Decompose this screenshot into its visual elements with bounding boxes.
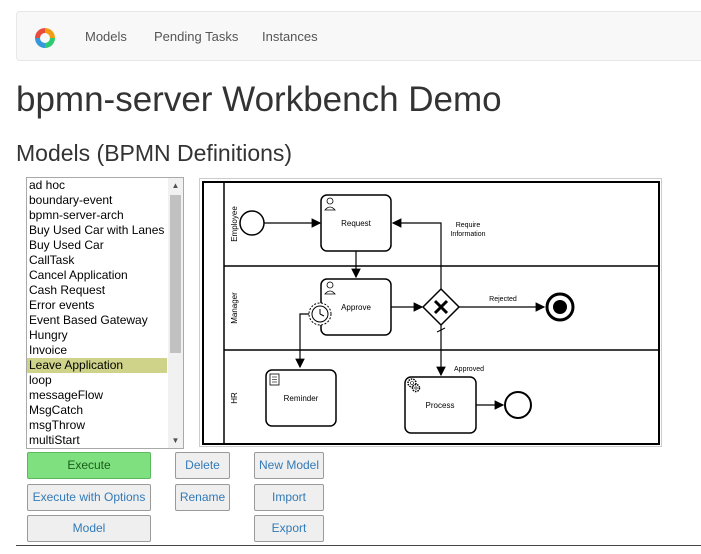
task-reminder[interactable] bbox=[265, 369, 337, 427]
timer-boundary-icon[interactable] bbox=[308, 302, 332, 326]
nav-instances[interactable]: Instances bbox=[262, 29, 318, 44]
end-event-hr[interactable] bbox=[504, 391, 532, 419]
list-item[interactable]: Event Based Gateway bbox=[29, 313, 148, 327]
flow-label-require: Require bbox=[456, 222, 481, 229]
execute-with-options-button[interactable]: Execute with Options bbox=[27, 484, 151, 511]
execute-button[interactable]: Execute bbox=[27, 452, 151, 479]
start-event[interactable] bbox=[239, 210, 265, 236]
section-title: Models (BPMN Definitions) bbox=[16, 140, 293, 166]
import-button[interactable]: Import bbox=[254, 484, 324, 511]
exclusive-gateway[interactable] bbox=[421, 287, 461, 327]
scroll-up-icon[interactable]: ▲ bbox=[171, 181, 180, 190]
list-item[interactable]: Cash Request bbox=[29, 283, 106, 297]
lane-label-manager: Manager bbox=[230, 292, 239, 324]
list-item[interactable]: Hungry bbox=[29, 328, 68, 342]
list-item-selected[interactable]: Leave Application bbox=[27, 358, 167, 373]
list-item[interactable]: loop bbox=[29, 373, 52, 387]
lane-label-employee: Employee bbox=[230, 206, 239, 242]
lane-label-hr: HR bbox=[230, 392, 239, 404]
list-item[interactable]: Invoice bbox=[29, 343, 68, 357]
flow-label-approved: Approved bbox=[454, 366, 484, 373]
end-event[interactable] bbox=[545, 292, 575, 322]
nav-models[interactable]: Models bbox=[85, 29, 127, 44]
flow-label-rejected: Rejected bbox=[489, 296, 517, 303]
list-item[interactable]: CallTask bbox=[29, 253, 75, 267]
list-item[interactable]: ad hoc bbox=[29, 178, 66, 192]
list-item[interactable]: MsgCatch bbox=[29, 403, 84, 417]
list-item[interactable]: multiStart bbox=[29, 433, 80, 447]
export-button[interactable]: Export bbox=[254, 515, 324, 542]
list-item[interactable]: bpmn-server-arch bbox=[29, 208, 124, 222]
task-process-label: Process bbox=[426, 401, 455, 410]
list-item[interactable]: Buy Used Car with Lanes bbox=[29, 223, 165, 237]
scroll-thumb[interactable] bbox=[170, 195, 181, 353]
model-button[interactable]: Model bbox=[27, 515, 151, 542]
nav-pending-tasks[interactable]: Pending Tasks bbox=[154, 29, 239, 44]
list-scrollbar[interactable]: ▲ ▼ bbox=[168, 178, 183, 448]
gear-icon bbox=[407, 378, 421, 393]
bpmn-diagram[interactable]: Employee Manager HR Request Approve bbox=[199, 178, 662, 447]
user-icon bbox=[324, 281, 336, 295]
script-icon bbox=[269, 373, 280, 386]
list-item[interactable]: Buy Used Car bbox=[29, 238, 104, 252]
new-model-button[interactable]: New Model bbox=[254, 452, 324, 479]
list-item[interactable]: boundary-event bbox=[29, 193, 113, 207]
models-listbox[interactable]: ad hoc boundary-event bpmn-server-arch B… bbox=[26, 177, 184, 449]
bpmn-canvas: Employee Manager HR Request Approve bbox=[202, 181, 660, 445]
navbar: Models Pending Tasks Instances bbox=[16, 11, 701, 61]
bpmn-logo-icon[interactable] bbox=[33, 26, 57, 50]
task-request-label: Request bbox=[341, 219, 372, 228]
scroll-down-icon[interactable]: ▼ bbox=[171, 436, 180, 445]
delete-button[interactable]: Delete bbox=[175, 452, 230, 479]
list-item[interactable]: Error events bbox=[29, 298, 95, 312]
task-approve-label: Approve bbox=[341, 303, 371, 312]
models-list-items: ad hoc boundary-event bpmn-server-arch B… bbox=[27, 178, 167, 448]
flow-label-information: Information bbox=[450, 231, 485, 238]
page-title: bpmn-server Workbench Demo bbox=[16, 80, 502, 119]
list-item[interactable]: Cancel Application bbox=[29, 268, 128, 282]
user-icon bbox=[324, 197, 336, 211]
rename-button[interactable]: Rename bbox=[175, 484, 230, 511]
list-item[interactable]: messageFlow bbox=[29, 388, 104, 402]
task-reminder-label: Reminder bbox=[284, 394, 319, 403]
bottom-divider bbox=[16, 545, 701, 546]
list-item[interactable]: msgThrow bbox=[29, 418, 86, 432]
